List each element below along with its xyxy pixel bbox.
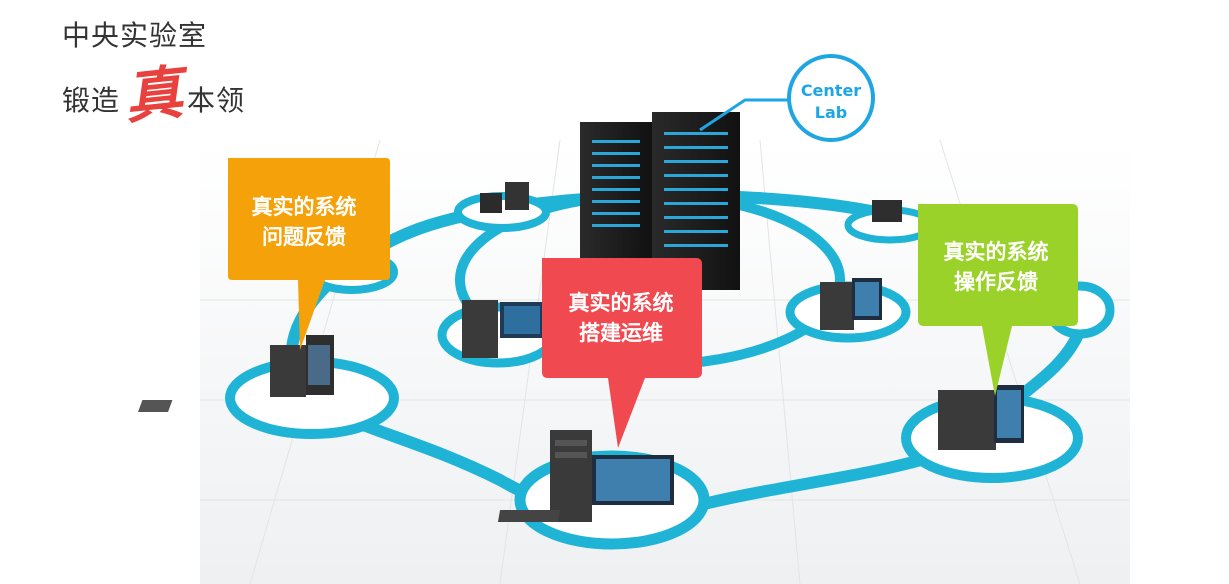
computer-inner-left: [462, 300, 544, 358]
computer-top-left: [480, 182, 529, 213]
title-part-1: 锻造: [62, 84, 121, 117]
server-rack-left: [580, 122, 652, 272]
bubble-feedback-ops: 真实的系统 操作反馈: [918, 204, 1078, 396]
computer-left: [138, 335, 334, 412]
title-line-2: 锻造 真 本领: [62, 58, 246, 132]
computer-inner-right: [820, 278, 882, 330]
bubble-3-shape: [918, 204, 1078, 396]
center-lab-badge: [787, 54, 875, 142]
computer-bottom: [497, 430, 674, 522]
bubble-setup-ops: 真实的系统 搭建运维: [542, 258, 702, 448]
computer-right: [938, 385, 1024, 450]
bubble-1-line-2: 问题反馈: [262, 225, 346, 249]
bubble-3-line-2: 操作反馈: [954, 270, 1038, 294]
bubble-2-line-1: 真实的系统: [569, 291, 674, 315]
bubble-feedback-issues: 真实的系统 问题反馈: [228, 158, 390, 350]
badge-connector: [699, 98, 790, 132]
badge-line-2: Lab: [815, 103, 847, 122]
bubble-1-shape: [228, 158, 390, 350]
bubble-3-line-1: 真实的系统: [944, 240, 1049, 264]
computers: [138, 182, 1024, 522]
badge-line-1: Center: [801, 81, 861, 100]
title-line-1: 中央实验室: [62, 19, 208, 52]
bubble-1-line-1: 真实的系统: [252, 195, 357, 219]
computer-top-right: [872, 200, 902, 222]
bubble-2-line-2: 搭建运维: [579, 321, 663, 345]
title-part-2: 本领: [187, 84, 246, 117]
bubble-2-shape: [542, 258, 702, 448]
